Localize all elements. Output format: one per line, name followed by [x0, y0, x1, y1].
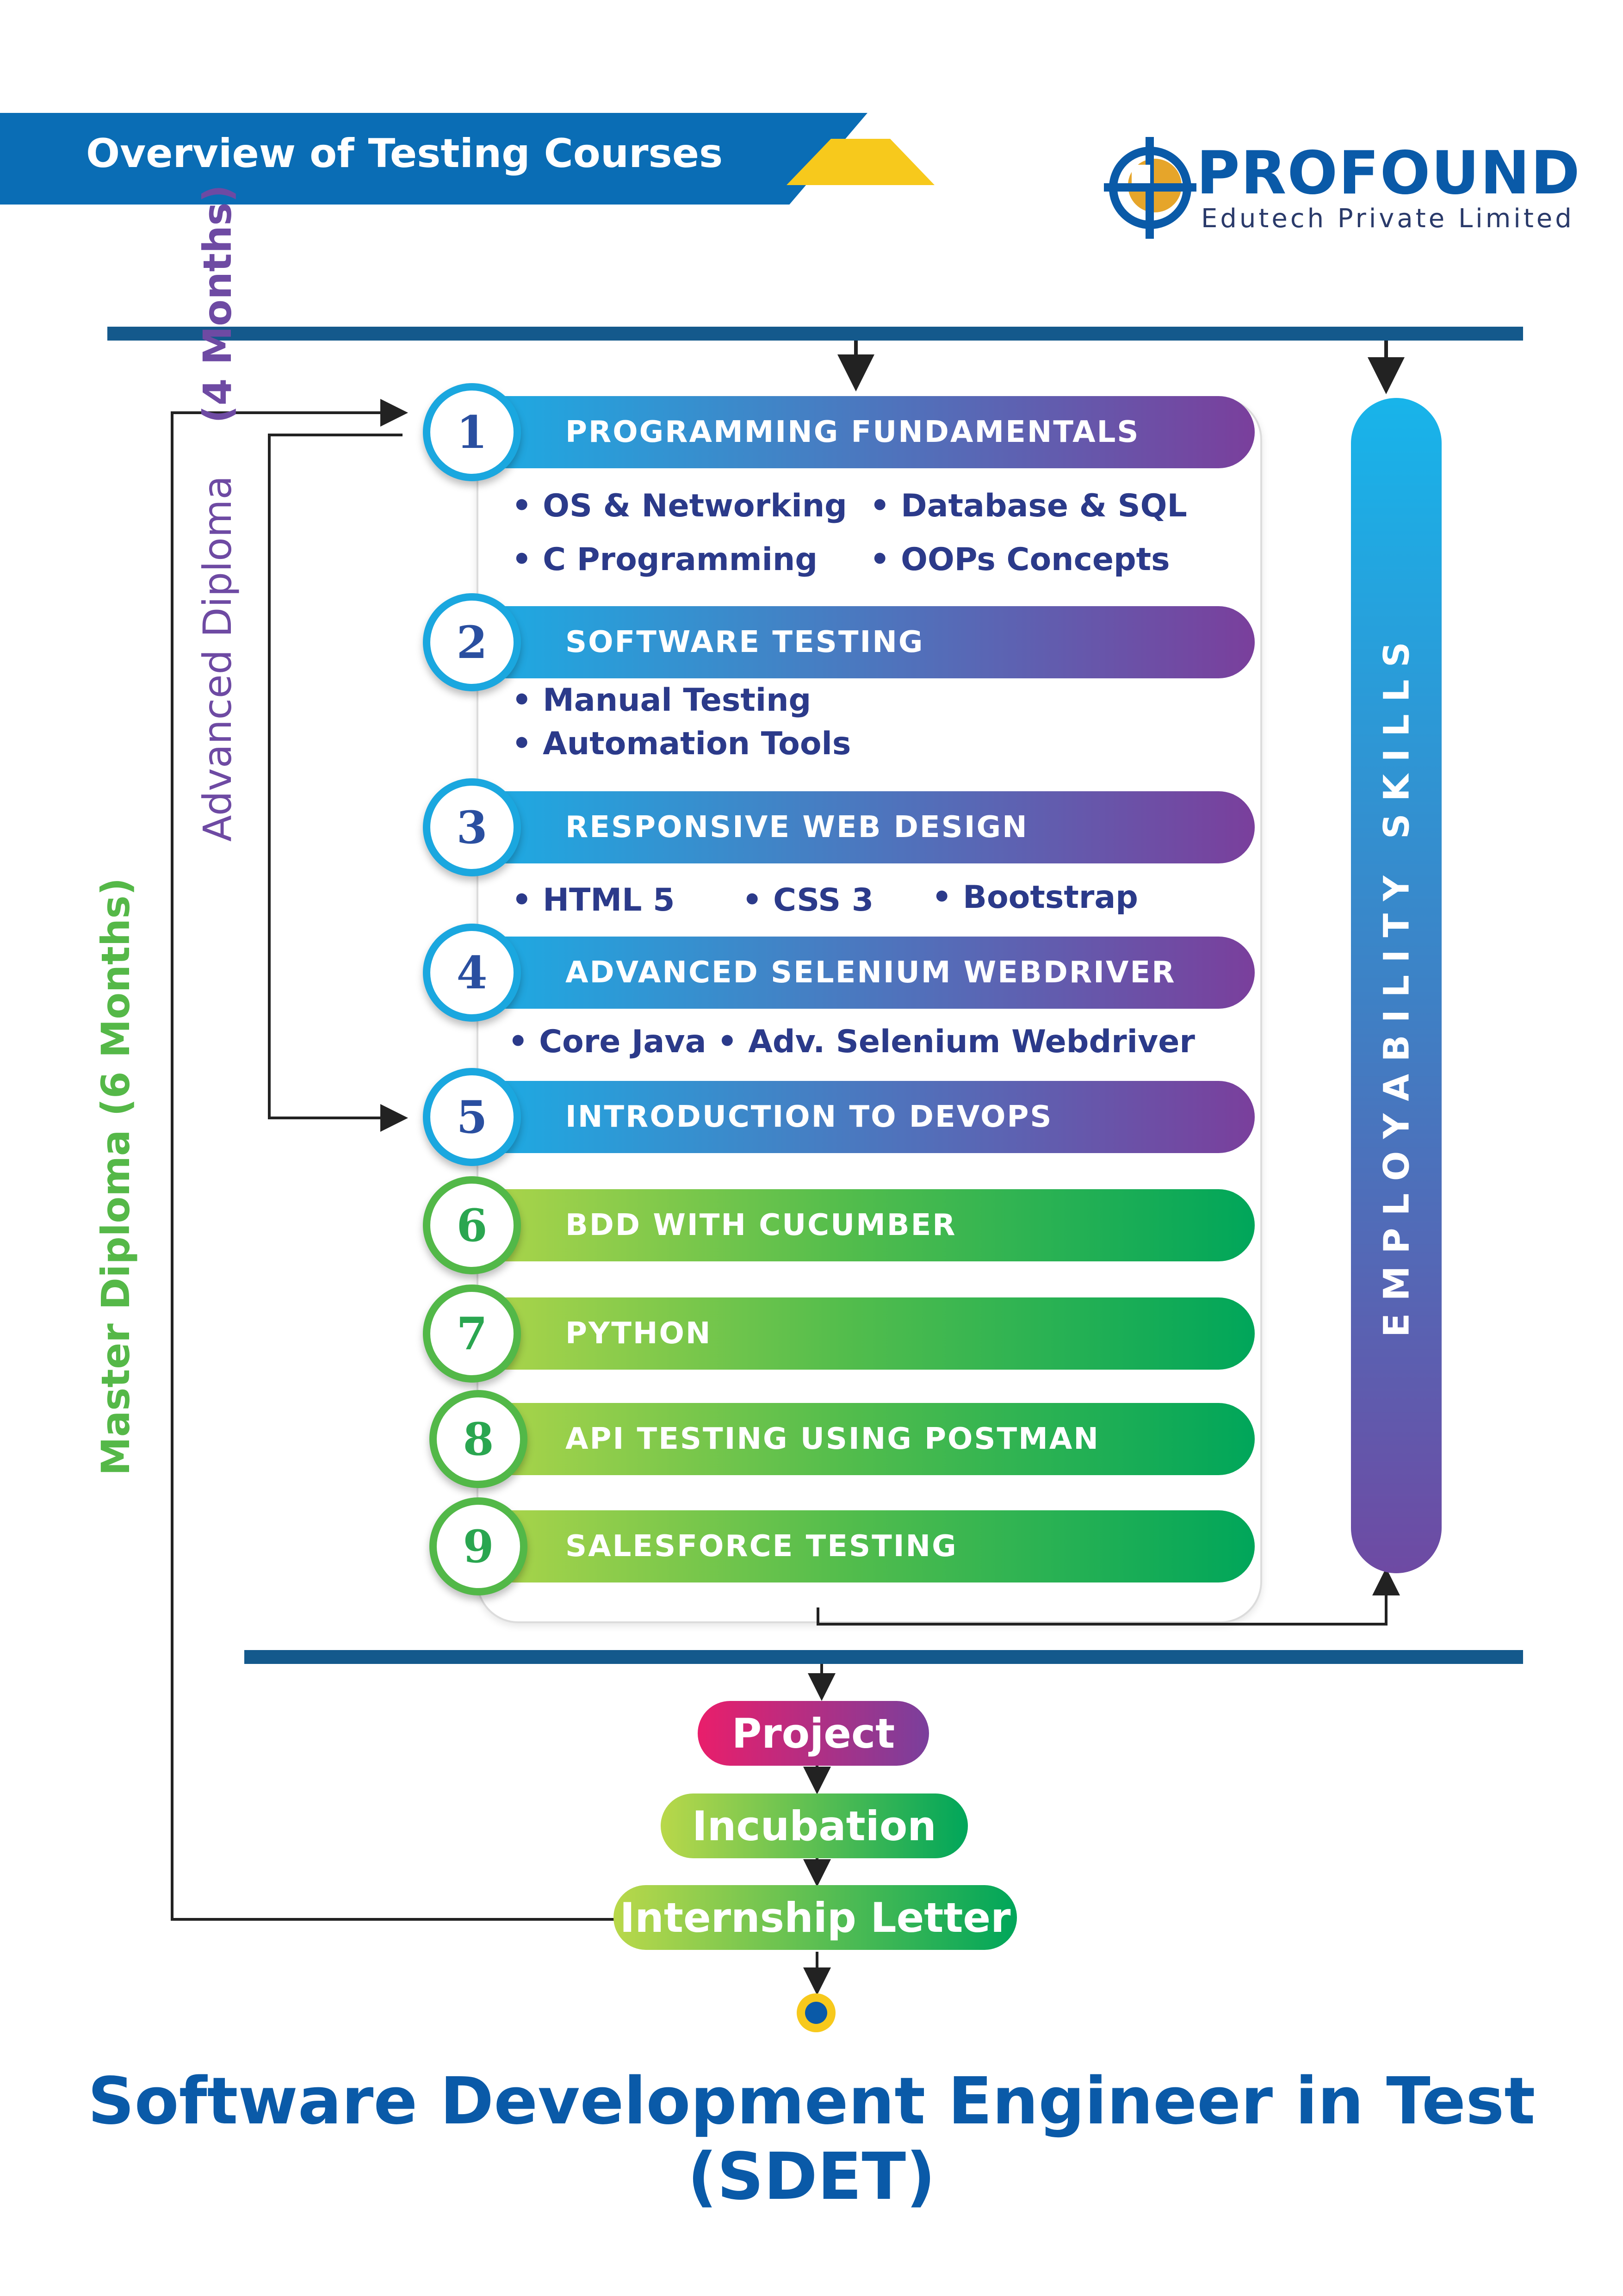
course-7-title: PYTHON — [565, 1316, 712, 1351]
course-1-title: PROGRAMMING FUNDAMENTALS — [565, 415, 1140, 449]
course-6-pill: BDD WITH CUCUMBER — [435, 1189, 1255, 1261]
topic-automation-tools: • Automation Tools — [512, 726, 851, 762]
topic-c-programming: • C Programming — [512, 541, 818, 578]
course-5-title: INTRODUCTION TO DEVOPS — [565, 1100, 1053, 1134]
topic-manual-testing: • Manual Testing — [512, 682, 812, 719]
topic-bootstrap: • Bootstrap — [932, 879, 1138, 916]
course-3-number: 3 — [423, 778, 521, 876]
course-5-number: 5 — [423, 1068, 521, 1166]
topic-core-java-selenium: • Core Java • Adv. Selenium Webdriver — [508, 1024, 1195, 1060]
topic-oops-concepts: • OOPs Concepts — [870, 541, 1170, 578]
course-1-pill: PROGRAMMING FUNDAMENTALS — [435, 396, 1255, 468]
advanced-diploma-duration: (4 Months) — [195, 185, 240, 423]
course-8-number: 8 — [429, 1390, 527, 1488]
course-2-title: SOFTWARE TESTING — [565, 625, 924, 659]
topic-os-networking: • OS & Networking — [512, 488, 847, 524]
top-divider-bar — [107, 327, 1523, 341]
course-8-title: API TESTING USING POSTMAN — [565, 1422, 1100, 1456]
topic-html5: • HTML 5 — [512, 882, 675, 918]
bottom-divider-bar — [244, 1650, 1523, 1664]
topic-css3: • CSS 3 — [742, 882, 874, 918]
advanced-diploma-label: Advanced Diploma — [195, 476, 240, 842]
course-7-pill: PYTHON — [435, 1297, 1255, 1370]
advanced-diploma-line — [268, 434, 408, 1132]
course-7-number: 7 — [423, 1285, 521, 1383]
course-6-number: 6 — [423, 1176, 521, 1274]
course-2-pill: SOFTWARE TESTING — [435, 606, 1255, 678]
course-3-title: RESPONSIVE WEB DESIGN — [565, 810, 1028, 844]
logo-icon — [1104, 137, 1196, 239]
master-diploma-label: Master Diploma (6 Months) — [93, 877, 138, 1476]
project-pill: Project — [698, 1701, 929, 1766]
end-node-inner — [805, 2002, 827, 2024]
internship-letter-pill: Internship Letter — [613, 1885, 1017, 1950]
incubation-pill: Incubation — [661, 1793, 968, 1858]
page-title: Overview of Testing Courses — [86, 130, 723, 177]
topic-database-sql: • Database & SQL — [870, 488, 1187, 524]
employability-label: E M P L O Y A B I L I T Y S K I L L S — [1375, 642, 1417, 1337]
course-9-title: SALESFORCE TESTING — [565, 1529, 958, 1564]
course-5-pill: INTRODUCTION TO DEVOPS — [435, 1081, 1255, 1153]
course-6-title: BDD WITH CUCUMBER — [565, 1208, 957, 1242]
employability-skills-pill — [1351, 398, 1442, 1573]
course-4-number: 4 — [423, 924, 521, 1022]
course-9-number: 9 — [429, 1497, 527, 1595]
master-diploma-line — [171, 399, 615, 1921]
course-2-number: 2 — [423, 593, 521, 691]
header-banner — [0, 113, 867, 205]
course-4-title: ADVANCED SELENIUM WEBDRIVER — [565, 956, 1176, 990]
footer-title: Software Development Engineer in Test (S… — [87, 2064, 1536, 2215]
course-9-pill: SALESFORCE TESTING — [435, 1510, 1255, 1582]
arrow-to-employability-bottom — [817, 1568, 1400, 1626]
logo-name: PROFOUND — [1196, 139, 1581, 208]
course-8-pill: API TESTING USING POSTMAN — [435, 1403, 1255, 1475]
course-3-pill: RESPONSIVE WEB DESIGN — [435, 791, 1255, 863]
course-4-pill: ADVANCED SELENIUM WEBDRIVER — [435, 937, 1255, 1009]
course-1-number: 1 — [423, 383, 521, 481]
logo-subtitle: Edutech Private Limited — [1201, 204, 1574, 234]
